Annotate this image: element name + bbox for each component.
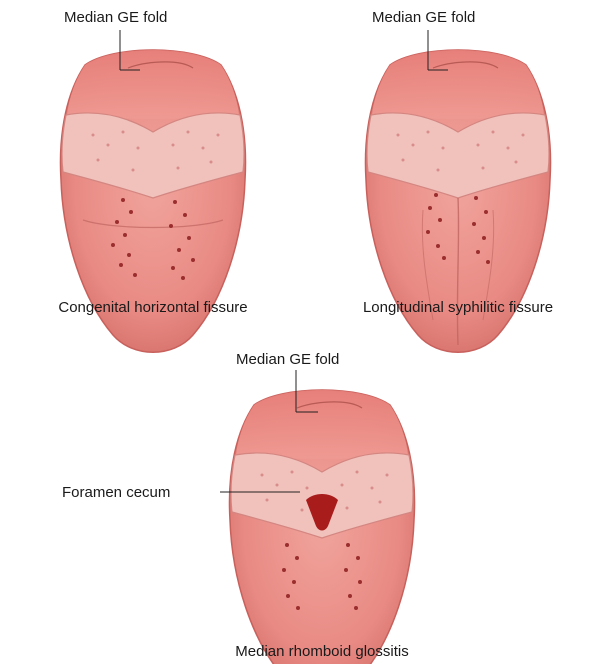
label-median-ge-fold-3: Median GE fold — [236, 351, 339, 368]
caption-1: Congenital horizontal fissure — [58, 299, 247, 316]
label-median-ge-fold-2: Median GE fold — [372, 9, 475, 26]
caption-3: Median rhomboid glossitis — [235, 643, 408, 660]
label-foramen-cecum: Foramen cecum — [62, 484, 170, 501]
tongue-panel-3 — [229, 390, 414, 664]
caption-2: Longitudinal syphilitic fissure — [363, 299, 553, 316]
label-median-ge-fold-1: Median GE fold — [64, 9, 167, 26]
